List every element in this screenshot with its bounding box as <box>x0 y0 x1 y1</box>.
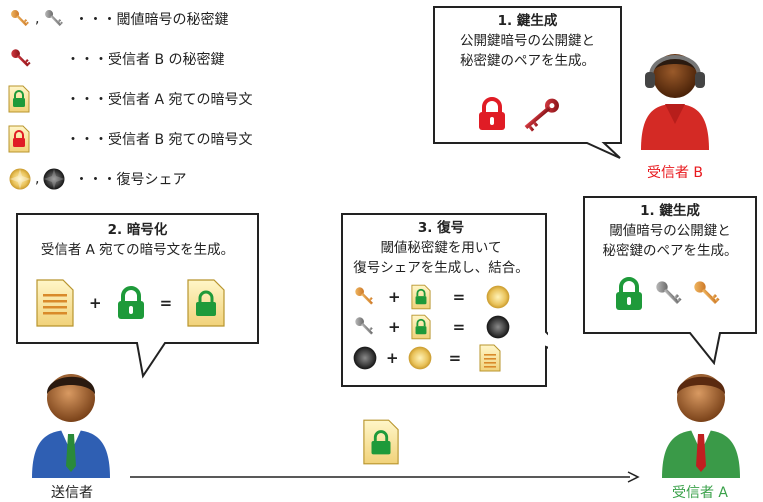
bubble-line: 復号シェアを生成し、結合。 <box>353 260 529 276</box>
speech-bubble-shape <box>583 196 757 365</box>
equals-operator: = <box>452 318 466 336</box>
plus-operator: + <box>89 294 102 312</box>
decrypt-equation-gray: + = <box>352 314 511 340</box>
gold-share-icon <box>408 346 431 370</box>
bubble-line: 秘密鍵のペアを生成。 <box>602 243 738 259</box>
legend-label: ・・・復号シェア <box>74 172 187 188</box>
green-lock-document-icon <box>411 314 431 340</box>
sender-avatar <box>32 374 110 478</box>
legend-label: ・・・閾値暗号の秘密鍵 <box>74 12 229 28</box>
equals-operator: = <box>452 288 466 306</box>
gold-share-icon <box>9 168 31 190</box>
legend-row-decryption-share: , ・・・復号シェア <box>8 164 186 194</box>
legend-row-threshold-key: , ・・・閾値暗号の秘密鍵 <box>8 4 228 34</box>
red-padlock-icon <box>479 97 505 130</box>
red-lock-document-icon <box>8 125 30 153</box>
green-lock-document-icon <box>8 85 30 113</box>
dark-share-icon <box>486 315 510 339</box>
keygen-a-bubble: 1. 鍵生成 閾値暗号の公開鍵と 秘密鍵のペアを生成。 <box>582 195 758 365</box>
bubble-title: 1. 鍵生成 <box>640 203 700 219</box>
speech-bubble-shape <box>341 213 548 387</box>
green-lock-document-icon <box>363 419 399 465</box>
receiver-a-avatar <box>662 374 740 478</box>
gold-key-icon <box>355 287 373 305</box>
green-padlock-icon <box>117 286 144 319</box>
bubble-line: 秘密鍵のペアを生成。 <box>460 53 595 69</box>
decrypt-equation-gold: + = <box>352 284 511 310</box>
decrypt-equation-combine: + = <box>352 344 501 372</box>
transmission-arrow <box>130 471 640 483</box>
bubble-title: 2. 暗号化 <box>107 222 168 238</box>
bubble-line: 閾値暗号の公開鍵と <box>609 223 731 239</box>
encrypt-equation: + = <box>35 278 226 328</box>
legend-label: ・・・受信者 A 宛ての暗号文 <box>66 92 253 108</box>
plus-operator: + <box>386 349 399 367</box>
receiver-a-label: 受信者 A <box>671 485 729 501</box>
encrypt-bubble: 2. 暗号化 受信者 A 宛ての暗号文を生成。 + = <box>15 212 260 380</box>
legend-label: ・・・受信者 B の秘密鍵 <box>66 52 225 68</box>
red-key-icon <box>11 49 31 67</box>
receiver-b-avatar <box>641 54 709 150</box>
separator-comma: , <box>35 171 40 187</box>
gray-key-icon <box>355 317 373 335</box>
plaintext-document-icon <box>36 279 74 327</box>
legend-label: ・・・受信者 B 宛ての暗号文 <box>66 132 253 148</box>
legend-row-receiver-b-key: ・・・受信者 B の秘密鍵 <box>8 44 225 74</box>
equals-operator: = <box>448 349 462 367</box>
green-lock-document-icon <box>187 279 225 327</box>
green-lock-document-icon <box>411 284 431 310</box>
plus-operator: + <box>388 288 401 306</box>
gold-key-icon <box>694 281 720 305</box>
gold-share-icon <box>486 285 510 309</box>
legend-row-ciphertext-b: ・・・受信者 B 宛ての暗号文 <box>8 124 253 154</box>
bubble-title: 3. 復号 <box>417 220 465 236</box>
dark-share-icon <box>353 346 377 370</box>
plaintext-document-icon <box>479 344 501 372</box>
sender-label: 送信者 <box>51 485 93 501</box>
legend-row-ciphertext-a: ・・・受信者 A 宛ての暗号文 <box>8 84 252 114</box>
separator-comma: , <box>35 11 40 27</box>
green-padlock-icon <box>616 277 642 310</box>
plus-operator: + <box>388 318 401 336</box>
dark-share-icon <box>43 168 65 190</box>
bubble-title: 1. 鍵生成 <box>497 13 558 29</box>
keygen-b-bubble: 1. 鍵生成 公開鍵暗号の公開鍵と 秘密鍵のペアを生成。 <box>432 5 623 161</box>
gold-key-icon <box>11 10 29 27</box>
equals-operator: = <box>159 294 173 312</box>
decrypt-bubble: 3. 復号 閾値秘密鍵を用いて 復号シェアを生成し、結合。 + = + = <box>340 212 548 388</box>
bubble-line: 公開鍵暗号の公開鍵と <box>460 33 595 49</box>
bubble-line: 閾値秘密鍵を用いて <box>380 240 502 256</box>
red-key-icon <box>524 98 559 132</box>
gray-key-icon <box>45 10 64 27</box>
receiver-b-label: 受信者 B <box>646 165 704 181</box>
bubble-line: 受信者 A 宛ての暗号文を生成。 <box>40 242 235 258</box>
gray-key-icon <box>656 281 682 305</box>
